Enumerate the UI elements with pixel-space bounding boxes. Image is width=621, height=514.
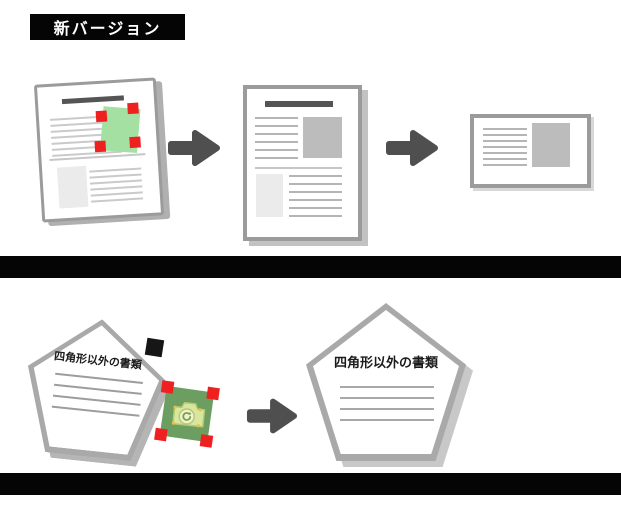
text-lines	[340, 386, 434, 430]
text-line	[89, 179, 142, 185]
corner-handle-top-right	[206, 386, 220, 401]
text-line	[289, 191, 342, 193]
document-label: 四角形以外の書類	[333, 355, 438, 370]
flow-arrow-right-icon	[386, 130, 438, 166]
text-line	[90, 191, 143, 197]
text-line	[483, 164, 527, 166]
text-lines	[89, 167, 144, 206]
text-line	[89, 167, 142, 173]
image-placeholder	[256, 174, 283, 217]
divider-line	[255, 167, 342, 169]
text-line	[289, 207, 342, 209]
text-line	[91, 197, 144, 203]
corner-handle-bottom-left	[154, 427, 168, 442]
corner-handle-top-left	[160, 380, 175, 394]
flow-arrow-right-icon	[168, 130, 220, 166]
text-line	[289, 175, 342, 177]
image-placeholder	[532, 123, 570, 167]
corner-handle-bottom-right	[129, 136, 141, 149]
flow-arrow-right-icon	[246, 398, 298, 434]
text-line	[483, 146, 527, 148]
cropped-region-card	[470, 114, 591, 188]
text-line	[255, 125, 298, 127]
text-line	[90, 185, 143, 191]
image-placeholder	[303, 117, 342, 158]
corner-handle-top-left	[95, 110, 108, 123]
camera-icon	[171, 401, 206, 428]
text-line	[51, 405, 140, 417]
corner-handle-top-right	[127, 102, 139, 115]
section-divider-bar	[0, 256, 621, 278]
text-line	[255, 133, 298, 135]
document-title-bar	[61, 95, 125, 105]
bottom-bar	[0, 473, 621, 495]
text-lines	[255, 117, 298, 165]
corner-handle-bottom-left	[94, 140, 107, 153]
text-line	[52, 394, 141, 406]
text-line	[289, 215, 342, 217]
camera-selection	[154, 380, 220, 448]
corner-handle-bottom-right	[199, 434, 214, 448]
text-line	[54, 383, 142, 395]
text-line	[340, 419, 434, 421]
version-badge: 新バージョン	[30, 14, 185, 40]
text-lines	[289, 175, 342, 223]
pentagon-document-source: 四角形以外の書類	[19, 312, 171, 464]
document-title-bar	[265, 101, 333, 107]
text-line	[483, 128, 527, 130]
text-line	[89, 173, 142, 179]
text-line	[289, 183, 342, 185]
text-line	[255, 141, 298, 143]
text-lines	[51, 372, 143, 426]
text-line	[483, 134, 527, 136]
text-line	[255, 149, 298, 151]
text-line	[483, 152, 527, 154]
text-line	[340, 397, 434, 399]
corrected-document	[243, 85, 362, 241]
text-line	[483, 140, 527, 142]
text-line	[289, 199, 342, 201]
text-line	[255, 117, 298, 119]
text-line	[255, 157, 298, 159]
text-line	[340, 386, 434, 388]
image-placeholder	[56, 165, 89, 209]
text-line	[483, 158, 527, 160]
pentagon-document-result: 四角形以外の書類	[306, 303, 473, 467]
text-lines	[483, 128, 527, 170]
text-line	[340, 408, 434, 410]
skewed-document	[33, 77, 165, 223]
document-surface	[313, 310, 459, 454]
